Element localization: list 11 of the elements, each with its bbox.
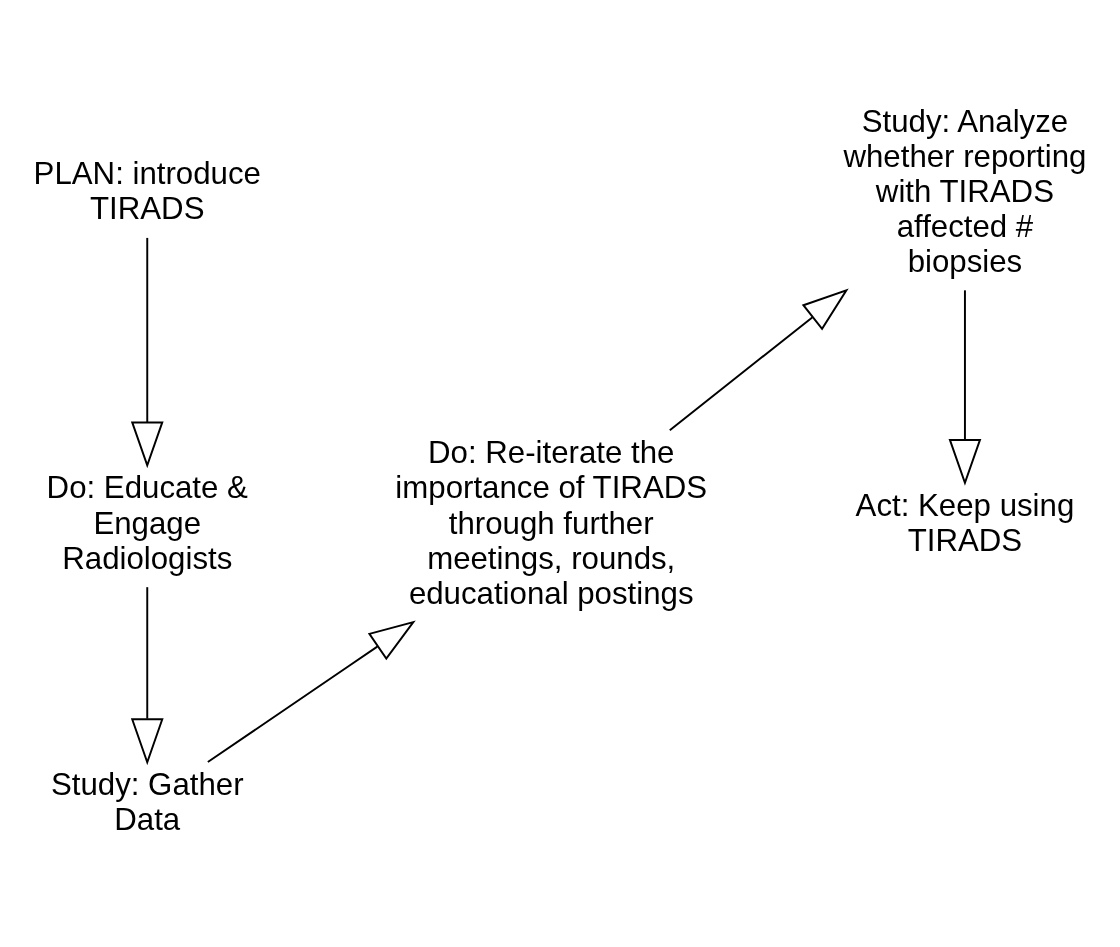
node-text: Do: Educate & Engage Radiologists [46, 470, 248, 576]
arrow [130, 586, 164, 766]
arrow [668, 288, 849, 432]
node-text: PLAN: introduce TIRADS [33, 156, 261, 227]
node-text: Study: Analyze whether reporting with TIRADS affected # biopsies [843, 103, 1087, 280]
node-text: Act: Keep using TIRADS [855, 488, 1075, 559]
node-text: Study: Gather Data [50, 767, 244, 838]
arrow [206, 620, 416, 763]
node-text: Do: Re-iterate the importance of TIRADS through further meetings, rounds, educational postings [395, 435, 708, 611]
arrow [130, 236, 164, 469]
arrow [948, 289, 982, 486]
